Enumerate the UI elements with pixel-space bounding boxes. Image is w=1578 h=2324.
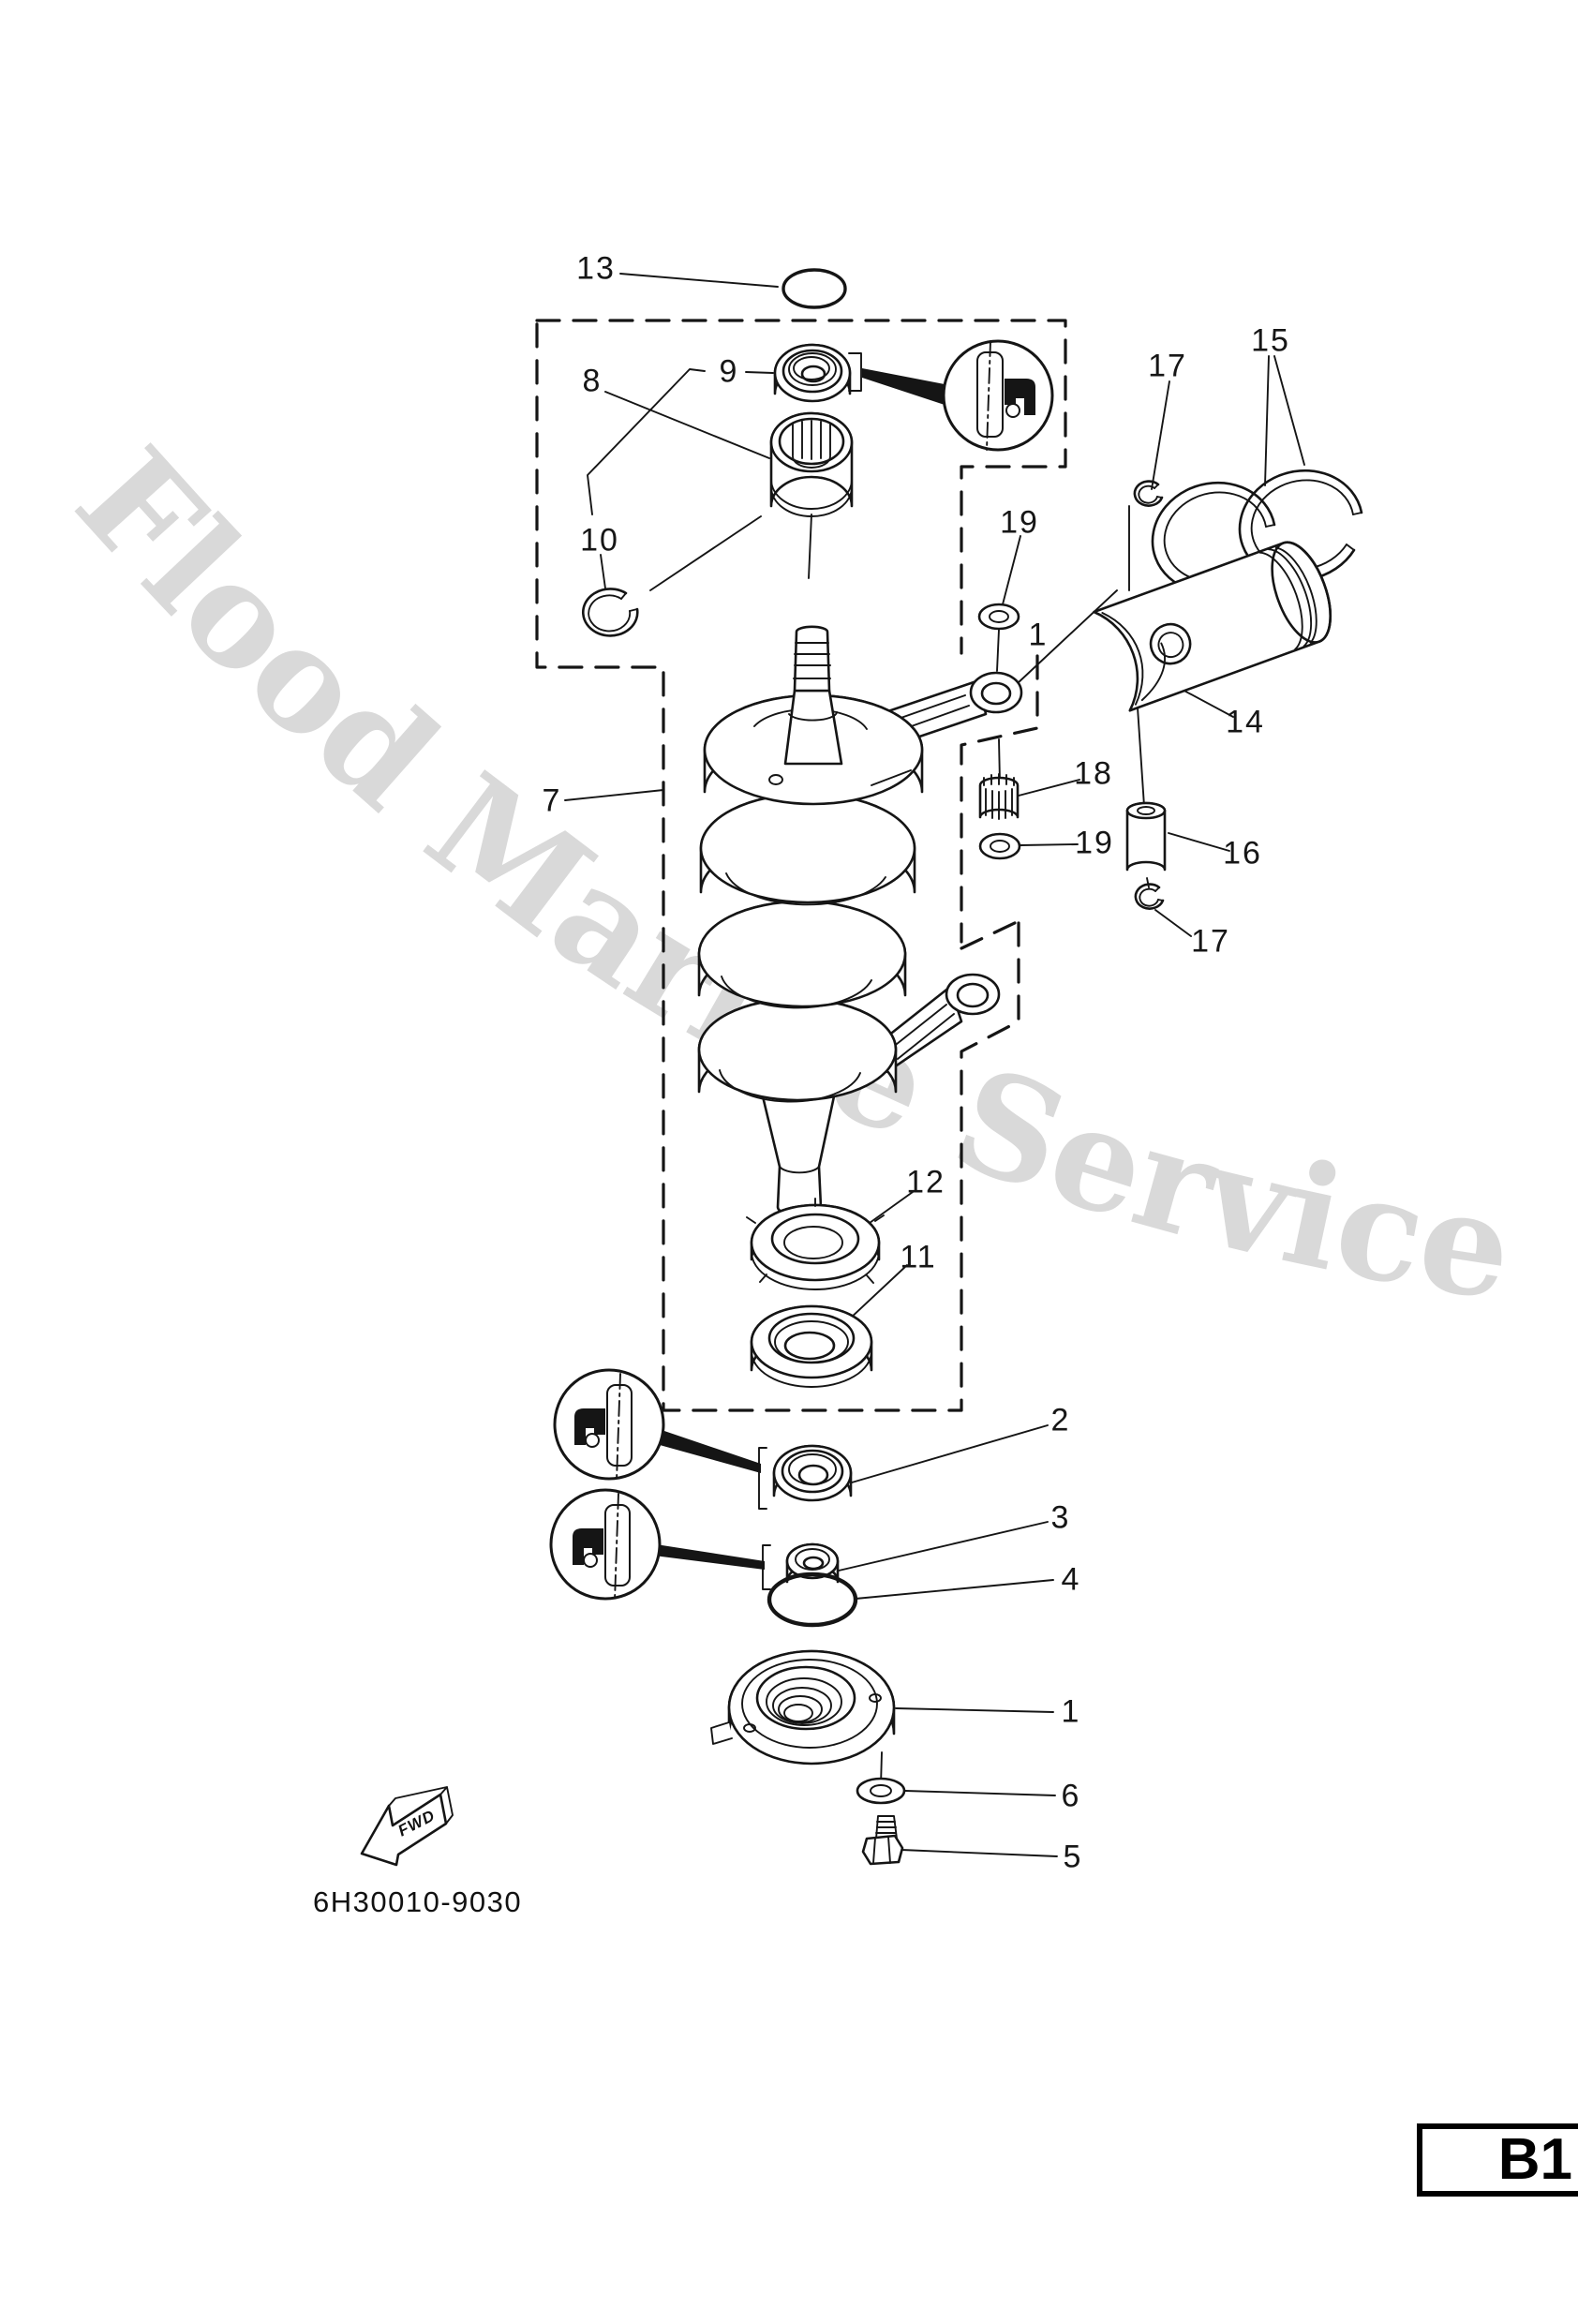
callout-10-3: 10: [580, 522, 619, 559]
circlip-10-drawing: [582, 588, 639, 637]
oil-seal-9-drawing: [773, 343, 862, 403]
needle-cage-18-drawing: [978, 773, 1020, 820]
crankshaft-drawing: [697, 625, 1023, 1217]
piston-14-drawing: [1093, 541, 1332, 712]
callout-7-8: 7: [542, 782, 562, 819]
needle-bearing-8-drawing: [769, 411, 854, 517]
pin-clip-17-bottom-drawing: [1134, 883, 1165, 910]
bolt-5-drawing: [861, 1815, 904, 1866]
callout-12-14: 12: [906, 1164, 945, 1200]
pin-clip-17-top-drawing: [1133, 480, 1164, 507]
callout-19-6: 19: [1000, 504, 1039, 541]
callout-2-16: 2: [1050, 1402, 1071, 1438]
oil-seal-3-drawing: [762, 1542, 840, 1590]
o-ring-13-drawing: [782, 268, 847, 309]
callout-18-10: 18: [1074, 755, 1113, 792]
dashed-boundary: [535, 319, 1067, 1412]
sheet-ref-box: B1: [1417, 2123, 1578, 2197]
callout-6-20: 6: [1061, 1778, 1081, 1814]
callout-1-7: 1: [1028, 617, 1049, 653]
callout-13-0: 13: [576, 250, 616, 287]
bearing-11-drawing: [750, 1304, 873, 1388]
magnifier-detail-bottom-2: [549, 1488, 765, 1601]
callout-5-21: 5: [1063, 1839, 1083, 1875]
callout-11-15: 11: [900, 1239, 937, 1275]
svg-text:Flood Marine Services: Flood Marine Services: [0, 0, 1522, 1333]
piston-pin-16-drawing: [1125, 801, 1167, 872]
o-ring-4-drawing: [767, 1572, 858, 1628]
washer-19-upper-drawing: [977, 603, 1020, 631]
watermark: Flood Marine Services: [0, 0, 1522, 1333]
washer-6-drawing: [856, 1777, 906, 1805]
magnifier-detail-top: [862, 339, 1054, 452]
part-code: 6H30010-9030: [313, 1885, 523, 1918]
callout-15-5: 15: [1251, 322, 1290, 359]
sheet-ref-label: B1: [1497, 2127, 1572, 2192]
bearing-12-drawing: [746, 1198, 885, 1290]
callout-4-18: 4: [1061, 1561, 1081, 1598]
callout-17-13: 17: [1191, 923, 1230, 960]
callout-19-11: 19: [1075, 825, 1114, 861]
callout-9-1: 9: [719, 353, 739, 390]
seal-housing-1-drawing: [710, 1649, 896, 1765]
leader-lines: [564, 273, 1305, 1857]
fwd-arrow: [360, 1786, 454, 1867]
watermark-text: Flood Marine Services: [0, 0, 1522, 1333]
callout-14-9: 14: [1226, 704, 1265, 740]
magnifier-detail-bottom-1: [553, 1368, 761, 1482]
washer-19-lower-drawing: [978, 832, 1021, 860]
oil-seal-2-drawing: [758, 1444, 853, 1510]
callout-16-12: 16: [1223, 835, 1262, 872]
callout-3-17: 3: [1050, 1499, 1071, 1536]
callout-1-19: 1: [1061, 1693, 1081, 1730]
callout-8-2: 8: [582, 363, 603, 399]
callout-17-4: 17: [1148, 348, 1187, 384]
